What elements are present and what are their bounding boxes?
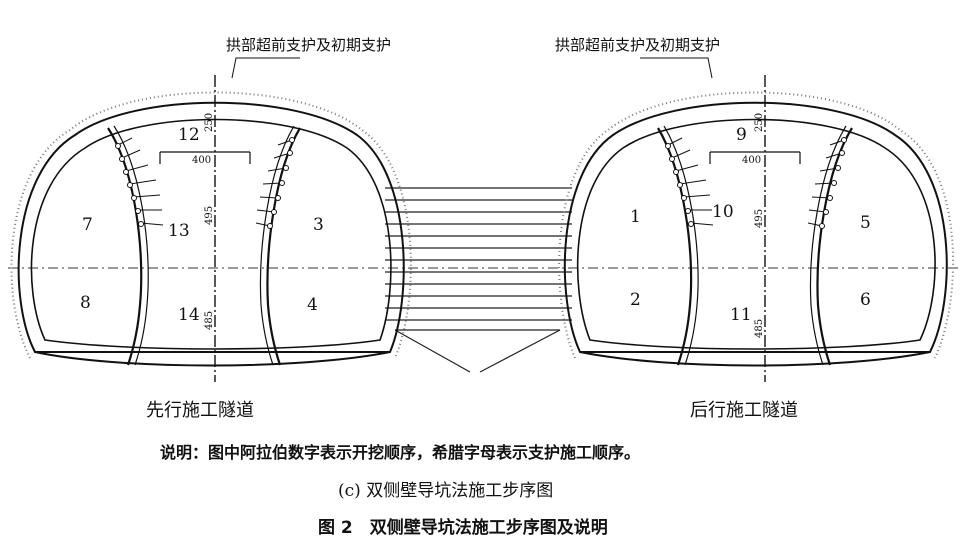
- left-invert: [34, 351, 391, 367]
- left-dim-485: 485: [204, 311, 215, 330]
- right-dim-495: 495: [754, 209, 765, 228]
- diagram-note: 说明：图中阿拉伯数字表示开挖顺序，希腊字母表示支护施工顺序。: [160, 443, 640, 462]
- left-dim-250: 250: [204, 113, 215, 132]
- right-step-5: 5: [860, 213, 871, 233]
- left-step-3: 3: [313, 215, 324, 235]
- figure-caption: 图 2 双侧壁导坑法施工步序图及说明: [318, 517, 608, 538]
- left-step-8: 8: [80, 293, 91, 313]
- left-sidewall-left: [107, 127, 143, 366]
- left-tunnel: [10, 57, 412, 382]
- right-sidewall-right: [816, 127, 853, 366]
- right-invert: [579, 351, 931, 367]
- left-top-label: 拱部超前支护及初期支护: [226, 36, 391, 54]
- left-step-13: 13: [168, 221, 190, 241]
- right-step-6: 6: [860, 290, 871, 310]
- right-grout-zone: [558, 91, 955, 359]
- right-step-2: 2: [630, 290, 641, 310]
- right-step-9: 9: [736, 125, 747, 145]
- right-rock-bolts: [667, 137, 845, 227]
- right-top-label: 拱部超前支护及初期支护: [555, 36, 720, 54]
- left-rock-bolts: [117, 137, 293, 227]
- right-dim-400: 400: [742, 155, 761, 166]
- right-tunnel-name: 后行施工隧道: [690, 400, 798, 421]
- left-step-14: 14: [178, 305, 200, 325]
- left-sidewall-right: [266, 127, 301, 366]
- sub-caption: (c) 双侧壁导坑法施工步序图: [338, 481, 553, 501]
- left-step-4: 4: [307, 295, 318, 315]
- left-dim-400: 400: [192, 155, 211, 166]
- right-dim-485: 485: [754, 319, 765, 338]
- rock-hatching: [385, 187, 572, 373]
- left-tunnel-name: 先行施工隧道: [146, 400, 254, 421]
- left-grout-zone: [10, 91, 412, 359]
- right-step-1: 1: [630, 207, 641, 227]
- right-dim-250: 250: [754, 113, 765, 132]
- right-step-10: 10: [712, 202, 734, 222]
- left-step-7: 7: [82, 215, 93, 235]
- left-step-12: 12: [178, 125, 200, 145]
- right-outer-lining: [563, 101, 948, 353]
- right-step-11: 11: [730, 305, 752, 325]
- left-dim-495: 495: [204, 206, 215, 225]
- left-inner-lining: [30, 118, 392, 350]
- right-inner-lining: [576, 118, 936, 350]
- right-tunnel: [558, 57, 955, 382]
- right-sidewall-left: [657, 127, 693, 366]
